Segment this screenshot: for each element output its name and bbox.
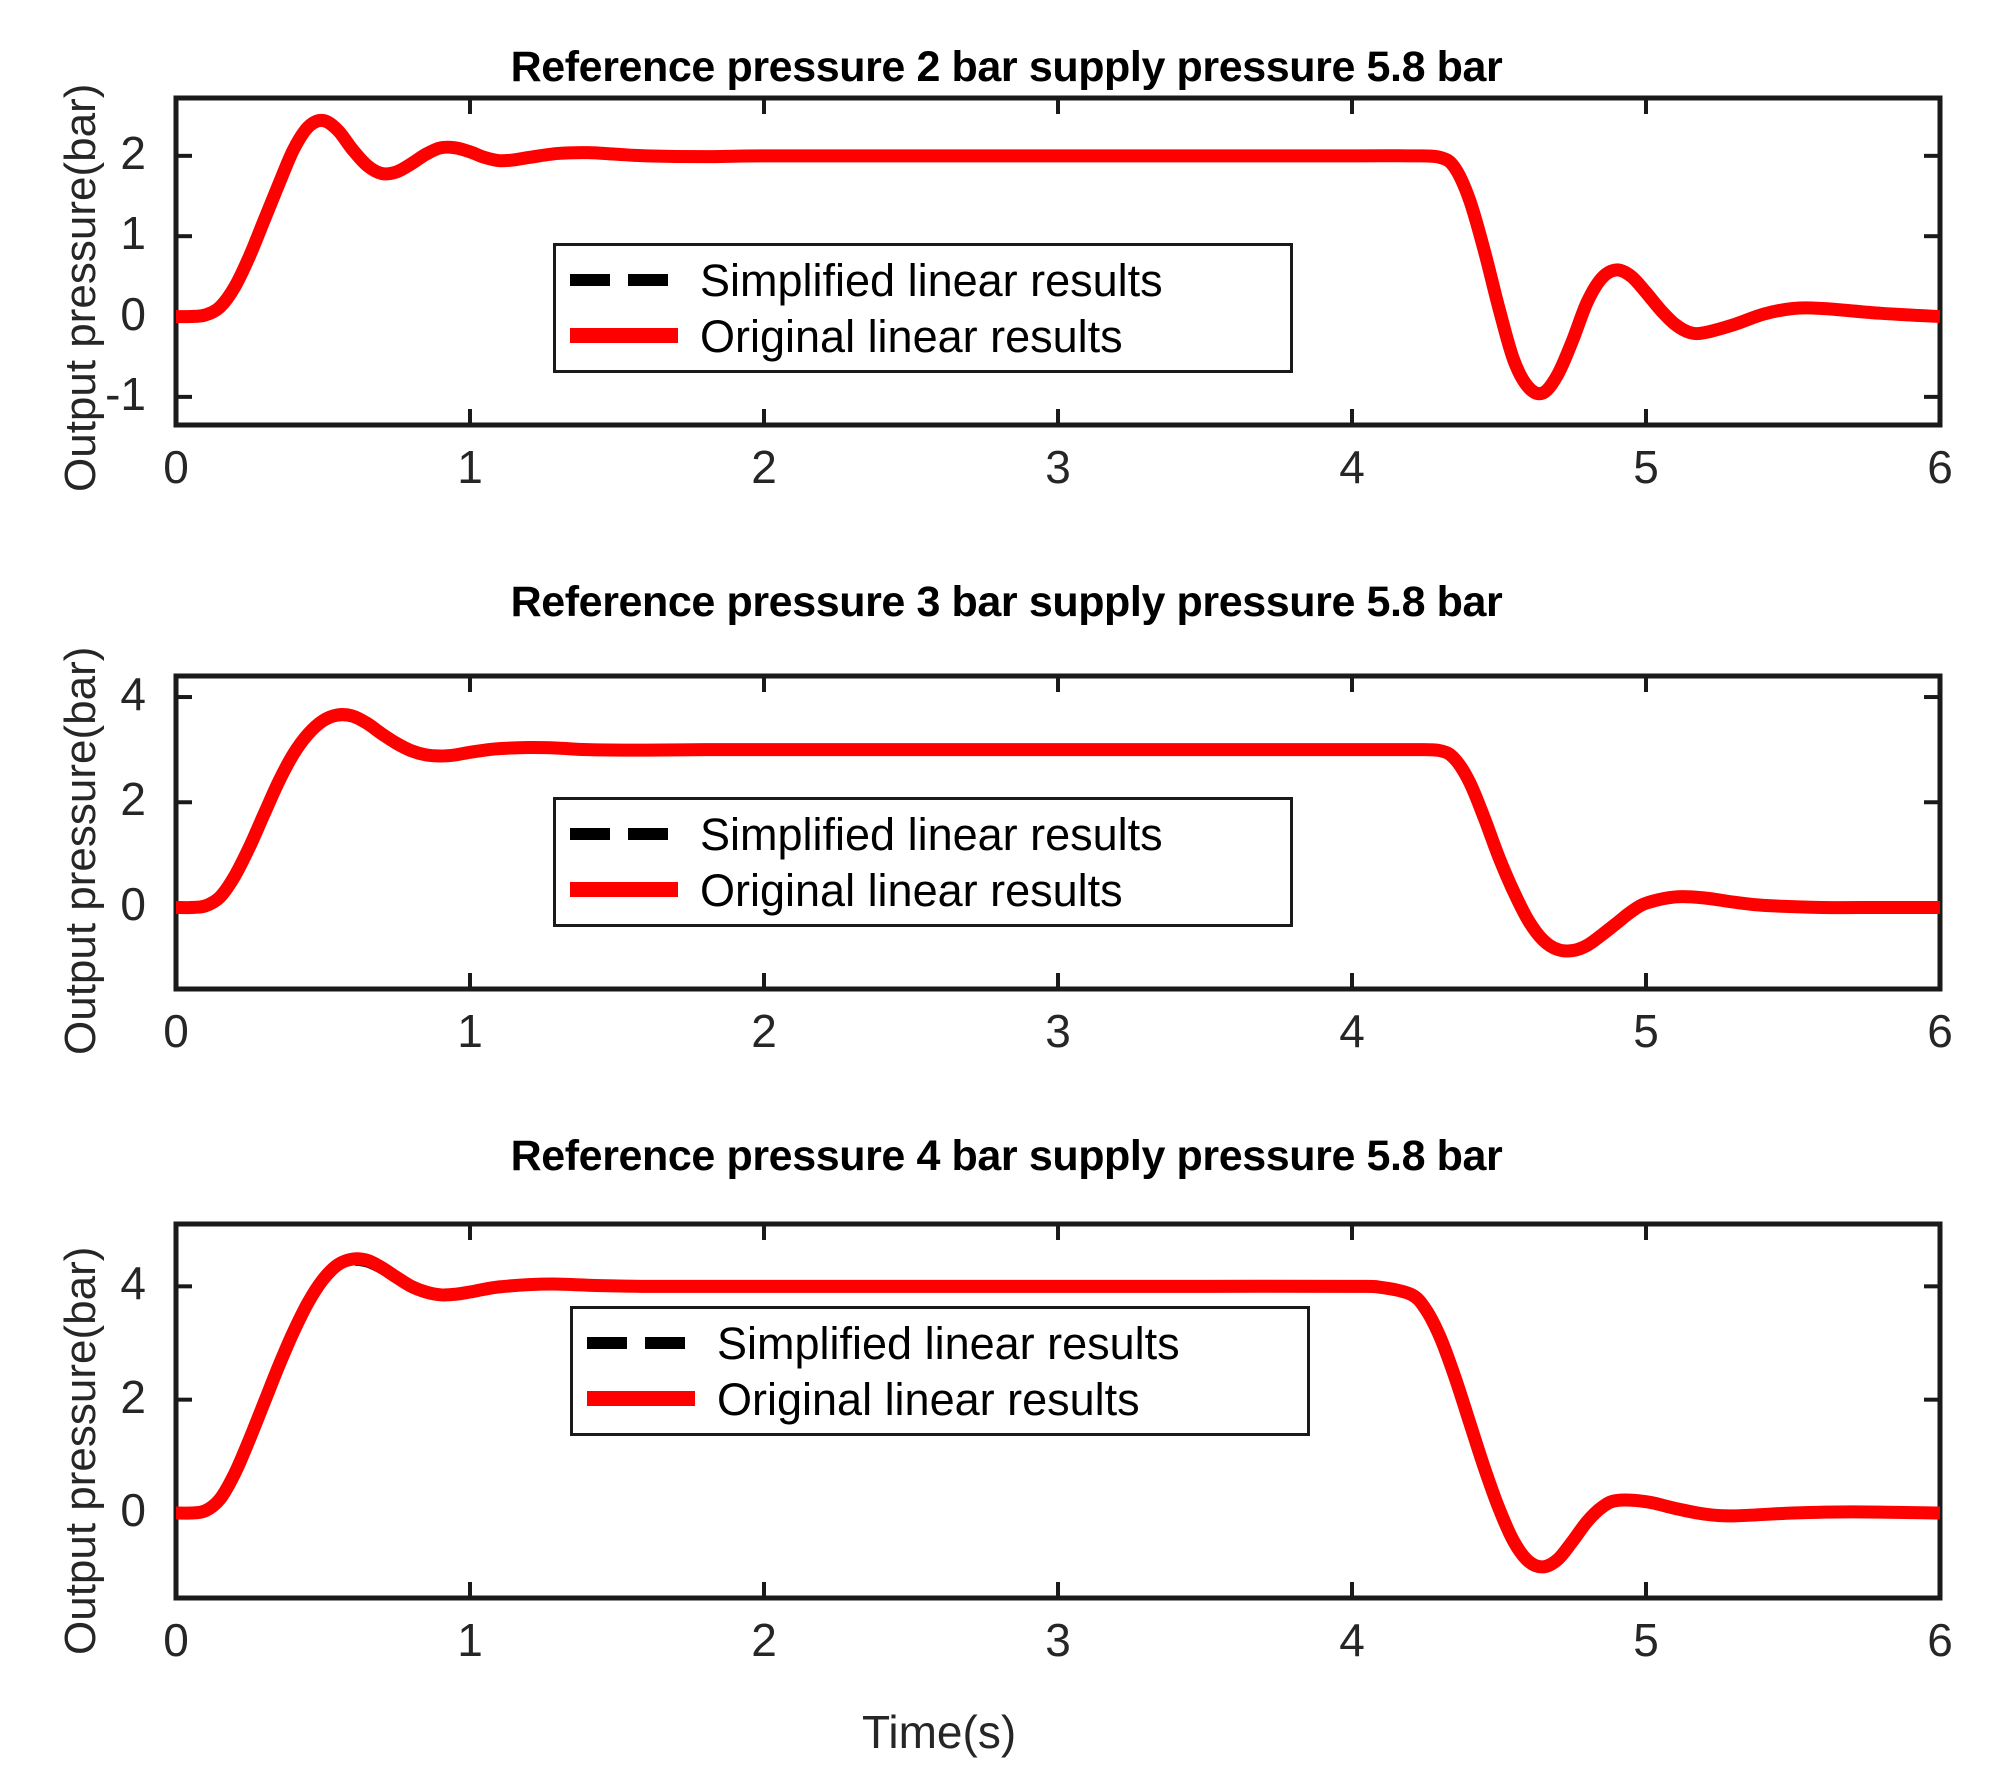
x-tick-label: 6 xyxy=(1927,441,1953,493)
series-line-original xyxy=(176,113,1940,401)
x-tick-label: 2 xyxy=(751,1005,777,1057)
legend-row-simplified: Simplified linear results xyxy=(587,1315,1293,1371)
y-tick-label: 2 xyxy=(120,773,146,826)
x-tick-label: 0 xyxy=(163,441,189,493)
y-tick-label: 2 xyxy=(120,126,146,179)
dashed-line-swatch-icon xyxy=(570,819,678,849)
y-tick-label: 1 xyxy=(120,207,146,260)
subplot-3-legend: Simplified linear results Original linea… xyxy=(570,1306,1310,1436)
x-tick-label: 1 xyxy=(457,441,483,493)
legend-row-original: Original linear results xyxy=(587,1371,1293,1427)
subplot-3-axes xyxy=(173,1221,1943,1601)
subplot-1: Reference pressure 2 bar supply pressure… xyxy=(0,0,2013,585)
subplot-2: Reference pressure 3 bar supply pressure… xyxy=(0,578,2013,1145)
legend-label-original: Original linear results xyxy=(700,310,1123,362)
y-tick-label: 4 xyxy=(120,668,146,721)
subplot-1-axes xyxy=(173,95,1943,428)
legend-row-simplified: Simplified linear results xyxy=(570,806,1276,862)
x-tick-label: 5 xyxy=(1633,441,1659,493)
x-tick-label: 6 xyxy=(1927,1614,1953,1666)
y-tick-label: 0 xyxy=(120,878,146,931)
legend-label-simplified: Simplified linear results xyxy=(700,254,1163,306)
y-tick-label: 0 xyxy=(120,287,146,340)
legend-row-original: Original linear results xyxy=(570,308,1276,364)
x-tick-label: 2 xyxy=(751,441,777,493)
solid-line-swatch-icon xyxy=(570,875,678,905)
series-line-original xyxy=(176,1252,1940,1574)
legend-label-original: Original linear results xyxy=(717,1373,1140,1425)
x-tick-label: 5 xyxy=(1633,1005,1659,1057)
x-tick-label: 0 xyxy=(163,1005,189,1057)
legend-row-original: Original linear results xyxy=(570,862,1276,918)
x-tick-label: 1 xyxy=(457,1005,483,1057)
subplot-1-legend: Simplified linear results Original linea… xyxy=(553,243,1293,373)
series-line-original xyxy=(176,708,1940,958)
subplot-3-title: Reference pressure 4 bar supply pressure… xyxy=(510,1132,1503,1180)
y-tick-label: 0 xyxy=(120,1484,146,1536)
x-tick-label: 1 xyxy=(457,1614,483,1666)
solid-line-swatch-icon xyxy=(570,321,678,351)
legend-label-simplified: Simplified linear results xyxy=(717,1317,1180,1369)
x-tick-label: 3 xyxy=(1045,1005,1071,1057)
legend-label-original: Original linear results xyxy=(700,864,1123,916)
y-tick-label: 4 xyxy=(120,1257,146,1310)
x-tick-label: 4 xyxy=(1339,1005,1365,1057)
dashed-line-swatch-icon xyxy=(570,265,678,295)
subplot-2-title: Reference pressure 3 bar supply pressure… xyxy=(510,578,1503,626)
subplot-2-axes xyxy=(173,673,1943,992)
subplot-1-title: Reference pressure 2 bar supply pressure… xyxy=(510,43,1503,91)
legend-label-simplified: Simplified linear results xyxy=(700,808,1163,860)
x-tick-label: 4 xyxy=(1339,1614,1365,1666)
subplot-3: Reference pressure 4 bar supply pressure… xyxy=(0,1132,2013,1774)
y-tick-label: -1 xyxy=(105,367,146,420)
solid-line-swatch-icon xyxy=(587,1384,695,1414)
x-tick-label: 5 xyxy=(1633,1614,1659,1666)
x-tick-label: 2 xyxy=(751,1614,777,1666)
x-tick-label: 0 xyxy=(163,1614,189,1666)
x-tick-label: 3 xyxy=(1045,441,1071,493)
figure-xlabel: Time(s) xyxy=(862,1706,1017,1758)
y-tick-label: 2 xyxy=(120,1370,146,1423)
subplot-2-legend: Simplified linear results Original linea… xyxy=(553,797,1293,927)
x-tick-label: 6 xyxy=(1927,1005,1953,1057)
x-tick-label: 3 xyxy=(1045,1614,1071,1666)
x-tick-label: 4 xyxy=(1339,441,1365,493)
dashed-line-swatch-icon xyxy=(587,1328,695,1358)
legend-row-simplified: Simplified linear results xyxy=(570,252,1276,308)
